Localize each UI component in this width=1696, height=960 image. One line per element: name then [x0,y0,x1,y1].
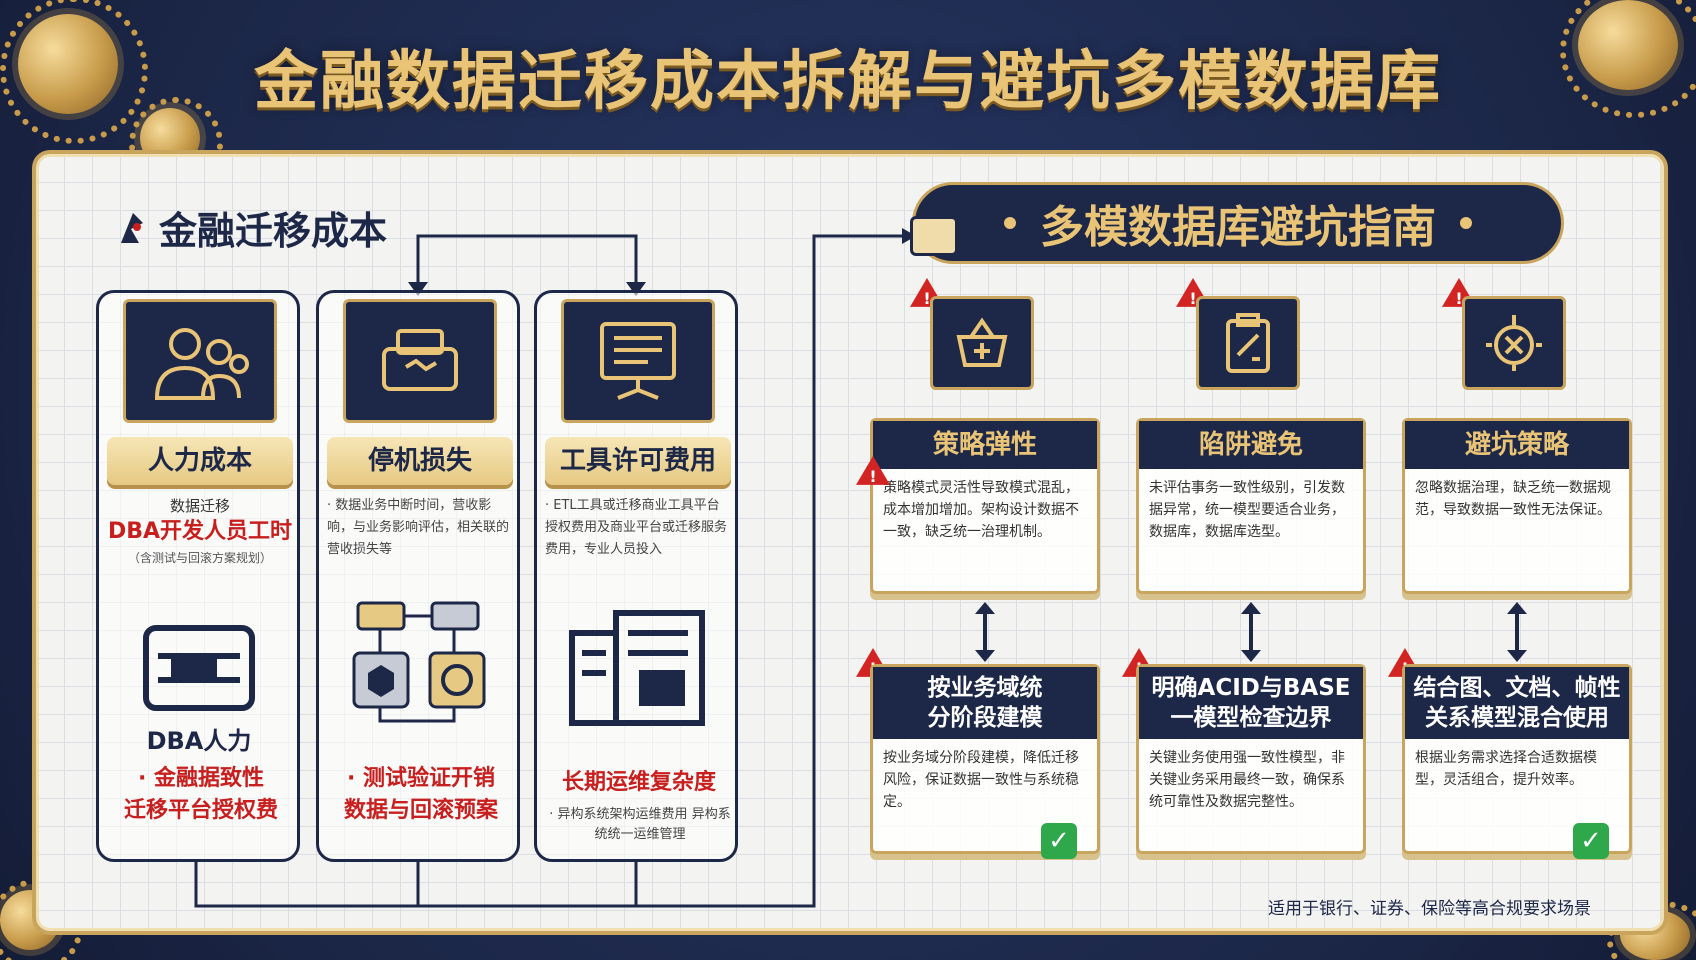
gold-virus-decoration [0,0,148,144]
solution-card-body: 根据业务需求选择合适数据模型，灵活组合，提升效率。 [1415,750,1597,788]
left-heading-label: 金融迁移成本 [159,209,388,253]
cost-column-labor: 人力成本 数据迁移 DBA开发人员工时 （含测试与回滚方案规划） DBA人力 ·… [96,290,300,862]
solution-card-body: 关键业务使用强一致性模型，非关键业务采用最终一致，确保系统可靠性及数据完整性。 [1149,750,1345,810]
document-stack-icon [557,593,717,743]
solution-card: 明确ACID与BASE 一模型检查边界 关键业务使用强一致性模型，非关键业务采用… [1136,664,1366,854]
cost-red-downtime: · 测试验证开销 数据与回滚预案 [343,766,498,823]
pitfall-card-body: 忽略数据治理，缺乏统一数据规范，导致数据一致性无法保证。 [1415,480,1611,518]
banner-dot [1004,217,1016,229]
pitfall-card: 陷阱避免 未评估事务一致性级别，引发数据异常，统一模型要适合业务，数据库，数据库… [1136,418,1366,594]
virus-shield-icon [1462,296,1566,390]
workflow-diagram-icon [339,593,499,733]
page-title: 金融数据迁移成本拆解与避坑多模数据库 [254,45,1442,119]
cost-label-downtime: 停机损失 [327,437,513,485]
clipboard-icon [1196,296,1300,390]
cost-desc-red: DBA开发人员工时 [107,519,293,544]
checkmark-icon: ✓ [1573,823,1609,859]
gold-virus-decoration [1560,0,1696,119]
pitfall-card-title: 陷阱避免 [1139,421,1363,469]
cost-label-labor: 人力成本 [107,437,293,485]
cost-column-license: 工具许可费用 · ETL工具或迁移商业工具平台授权费用及商业平台或迁移服务费用，… [534,290,738,862]
people-icon [123,299,277,423]
printer-icon [343,299,497,423]
banner-dot [1460,217,1472,229]
cost-column-downtime: 停机损失 · 数据业务中断时间，营收影响，与业务影响评估，相关联的营收损失等 ·… [316,290,520,862]
solution-card-title: 结合图、文档、帧性 关系模型混合使用 [1405,667,1629,739]
pitfall-card-body: 策略模式灵活性导致模式混乱，成本增加增加。架构设计数据不一致，缺乏统一治理机制。 [883,480,1079,540]
cost-desc-downtime: · 数据业务中断时间，营收影响，与业务影响评估，相关联的营收损失等 [327,498,510,557]
cost-desc-title: 数据迁移 [169,497,230,515]
checkmark-icon: ✓ [1041,823,1077,859]
solution-card-title: 明确ACID与BASE 一模型检查边界 [1139,667,1363,739]
dba-label: DBA人力 [146,727,252,755]
guide-column-2: ! 陷阱避免 未评估事务一致性级别，引发数据异常，统一模型要适合业务，数据库，数… [1122,278,1366,856]
card-icon [910,216,958,256]
double-arrow-icon [1507,602,1527,662]
cost-foot-license: · 异构系统架构运维费用 异构系统统一运维管理 [549,807,731,842]
guide-banner-title: 多模数据库避坑指南 [1040,202,1436,253]
footer-note: 适用于银行、证券、保险等高合规要求场景 [1268,899,1591,919]
cost-desc-license: · ETL工具或迁移商业工具平台授权费用及商业平台或迁移服务费用，专业人员投入 [545,498,728,557]
solution-card-title: 按业务域统 分阶段建模 [873,667,1097,739]
database-server-icon [119,613,279,723]
pitfall-card: 策略弹性 策略模式灵活性导致模式混乱，成本增加增加。架构设计数据不一致，缺乏统一… [870,418,1100,594]
solution-card: 按业务域统 分阶段建模 按业务域分阶段建模，降低迁移风险，保证数据一致性与系统稳… [870,664,1100,859]
pitfall-card: 避坑策略 忽略数据治理，缺乏统一数据规范，导致数据一致性无法保证。 [1402,418,1632,594]
guide-banner: 多模数据库避坑指南 [912,182,1564,264]
basket-icon [930,296,1034,390]
guide-column-1: ! 策略弹性 策略模式灵活性导致模式混乱，成本增加增加。架构设计数据不一致，缺乏… [856,278,1100,859]
left-heading: 金融迁移成本 [115,200,387,255]
double-arrow-icon [1241,602,1261,662]
double-arrow-icon [975,602,995,662]
monitor-icon [561,299,715,423]
logo-icon [121,212,143,243]
cost-desc-labor: 数据迁移 DBA开发人员工时 （含测试与回滚方案规划） [107,495,293,569]
cost-red-license: 长期运维复杂度 [561,770,716,795]
pitfall-card-title: 避坑策略 [1405,421,1629,469]
pitfall-card-body: 未评估事务一致性级别，引发数据异常，统一模型要适合业务，数据库，数据库选型。 [1149,480,1345,540]
guide-column-3: ! 避坑策略 忽略数据治理，缺乏统一数据规范，导致数据一致性无法保证。 ! 结合… [1388,278,1632,859]
solution-card-body: 按业务域分阶段建模，降低迁移风险，保证数据一致性与系统稳定。 [883,750,1079,810]
pitfall-card-title: 策略弹性 [873,421,1097,469]
cost-desc-small: （含测试与回滚方案规划） [127,551,272,565]
cost-label-license: 工具许可费用 [545,437,731,485]
cost-red-labor: · 金融据致性 迁移平台授权费 [123,766,278,823]
solution-card: 结合图、文档、帧性 关系模型混合使用 根据业务需求选择合适数据模型，灵活组合，提… [1402,664,1632,859]
